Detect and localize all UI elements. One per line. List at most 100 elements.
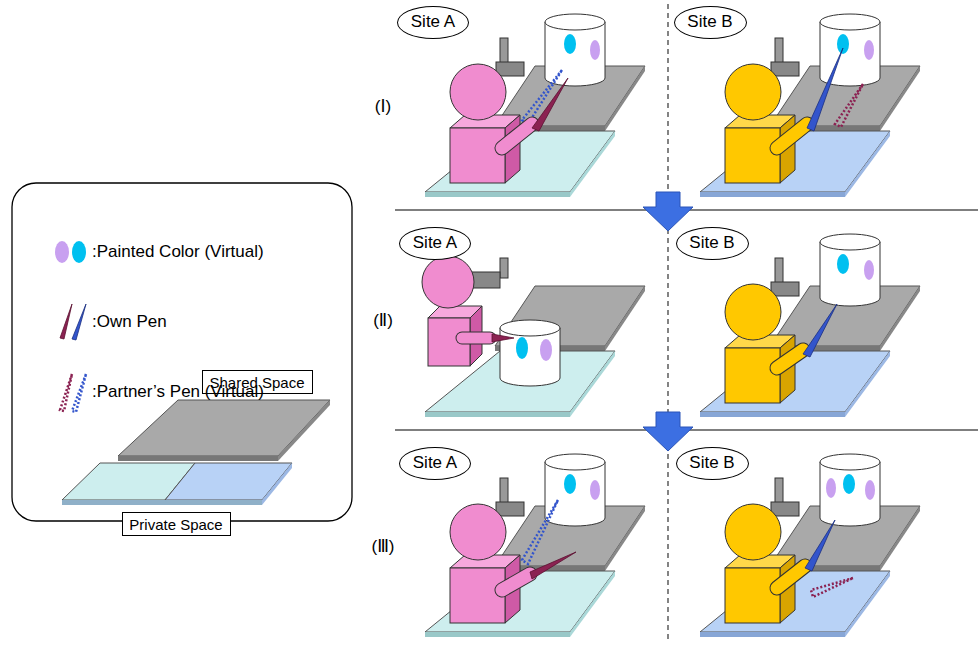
scene-site-b bbox=[811, 578, 853, 597]
scene-site-a bbox=[462, 333, 490, 344]
scene-site-b bbox=[837, 34, 849, 54]
scene-site-a bbox=[545, 454, 605, 526]
scene-site-b bbox=[777, 350, 803, 368]
scene-site-a bbox=[462, 332, 490, 345]
node-text: Site A bbox=[413, 233, 457, 253]
scene-site-b bbox=[807, 48, 843, 131]
camera-post bbox=[470, 258, 508, 288]
legend-frame bbox=[60, 304, 72, 339]
site-oval: Site B bbox=[676, 227, 749, 260]
scene-site-a bbox=[496, 38, 524, 76]
scene-site-b bbox=[771, 38, 799, 76]
scene-site-a bbox=[532, 78, 568, 131]
scene-site-b bbox=[777, 124, 807, 148]
legend-text: :Partner’s Pen (Virtual) bbox=[92, 382, 264, 401]
scene-site-b bbox=[725, 504, 795, 623]
scene-site-a bbox=[502, 574, 530, 590]
site-oval: Site A bbox=[399, 227, 471, 260]
legend-frame bbox=[62, 500, 262, 505]
row-label-text: (Ⅰ) bbox=[375, 97, 391, 116]
node-text: Private Space bbox=[129, 516, 222, 533]
scene-site-a bbox=[590, 480, 600, 500]
scene-site-b bbox=[725, 284, 795, 403]
person-pink bbox=[422, 256, 482, 366]
legend-text: :Own Pen bbox=[92, 312, 167, 331]
legend-frame bbox=[55, 241, 69, 263]
node-text: Site B bbox=[689, 233, 734, 253]
legend-entry: :Painted Color (Virtual) bbox=[92, 242, 264, 262]
scene-site-b bbox=[700, 14, 920, 197]
legend-frame bbox=[72, 374, 86, 412]
scene-site-a bbox=[496, 478, 524, 516]
space-label-box: Private Space bbox=[122, 512, 231, 536]
scene-site-b bbox=[835, 84, 863, 127]
scene-site-a bbox=[516, 337, 528, 359]
legend-frame bbox=[165, 463, 292, 500]
row-label-text: (Ⅱ) bbox=[373, 311, 393, 330]
step-arrow bbox=[643, 412, 693, 451]
scene-site-b bbox=[777, 124, 807, 148]
legend-frame bbox=[118, 456, 278, 461]
node-text: Site B bbox=[689, 453, 734, 473]
scene-site-b bbox=[865, 480, 875, 500]
scene-site-b bbox=[837, 254, 849, 274]
row-label-text: (Ⅲ) bbox=[371, 537, 394, 556]
scene-site-b bbox=[843, 474, 855, 494]
scene-site-b bbox=[777, 566, 805, 588]
legend-frame bbox=[118, 400, 330, 456]
scene-site-b bbox=[805, 520, 835, 571]
scene-site-b bbox=[820, 14, 880, 86]
node-text: Site A bbox=[411, 12, 455, 32]
scene-site-a bbox=[492, 334, 514, 342]
scene-site-a bbox=[425, 14, 645, 197]
step-arrow bbox=[643, 192, 693, 451]
scene-site-a bbox=[425, 454, 645, 637]
scene-site-a bbox=[502, 124, 532, 148]
site-oval: Site B bbox=[674, 6, 747, 39]
legend-frame bbox=[12, 183, 352, 521]
scene-site-b bbox=[700, 234, 920, 417]
scene-site-b bbox=[777, 566, 805, 588]
scene-site-a bbox=[564, 474, 576, 494]
camera-post bbox=[500, 258, 508, 278]
scene-site-b bbox=[771, 478, 799, 516]
scene-site-b bbox=[700, 454, 920, 637]
legend-frame bbox=[72, 304, 86, 340]
scene-site-a bbox=[530, 552, 576, 579]
frame-lines bbox=[667, 4, 668, 643]
legend-frame bbox=[262, 463, 292, 505]
scene-site-b bbox=[820, 454, 880, 526]
scene-site-a bbox=[450, 504, 520, 623]
node-text: Site B bbox=[687, 12, 732, 32]
scene-site-a bbox=[502, 574, 530, 590]
scene-site-b bbox=[725, 64, 795, 183]
scene-site-a bbox=[502, 124, 532, 148]
step-arrow bbox=[643, 192, 693, 231]
scene-site-b bbox=[803, 304, 837, 357]
person-pink bbox=[422, 256, 474, 308]
legend-frame bbox=[12, 183, 352, 521]
scene-site-a bbox=[422, 256, 645, 417]
legend-entry: :Partner’s Pen (Virtual) bbox=[92, 382, 264, 402]
site-oval: Site A bbox=[399, 447, 471, 480]
scene-site-b bbox=[864, 260, 874, 280]
camera-post bbox=[470, 272, 500, 288]
scene-site-a bbox=[564, 34, 576, 54]
scene-site-b bbox=[864, 40, 874, 60]
scene-site-a bbox=[590, 40, 600, 60]
scene-site-a bbox=[540, 339, 552, 361]
scene-site-b bbox=[820, 234, 880, 306]
legend-frame bbox=[278, 400, 330, 461]
site-oval: Site B bbox=[676, 447, 749, 480]
scene-site-b bbox=[771, 258, 799, 296]
scene-site-a bbox=[500, 320, 560, 336]
frame-lines bbox=[395, 4, 978, 643]
legend-text: :Painted Color (Virtual) bbox=[92, 242, 264, 261]
row-label: (Ⅰ) bbox=[375, 96, 391, 117]
scene-site-a bbox=[450, 64, 520, 183]
legend-frame bbox=[72, 241, 86, 263]
row-label: (Ⅲ) bbox=[371, 536, 394, 557]
site-oval: Site A bbox=[397, 6, 469, 39]
row-label: (Ⅱ) bbox=[373, 310, 393, 331]
